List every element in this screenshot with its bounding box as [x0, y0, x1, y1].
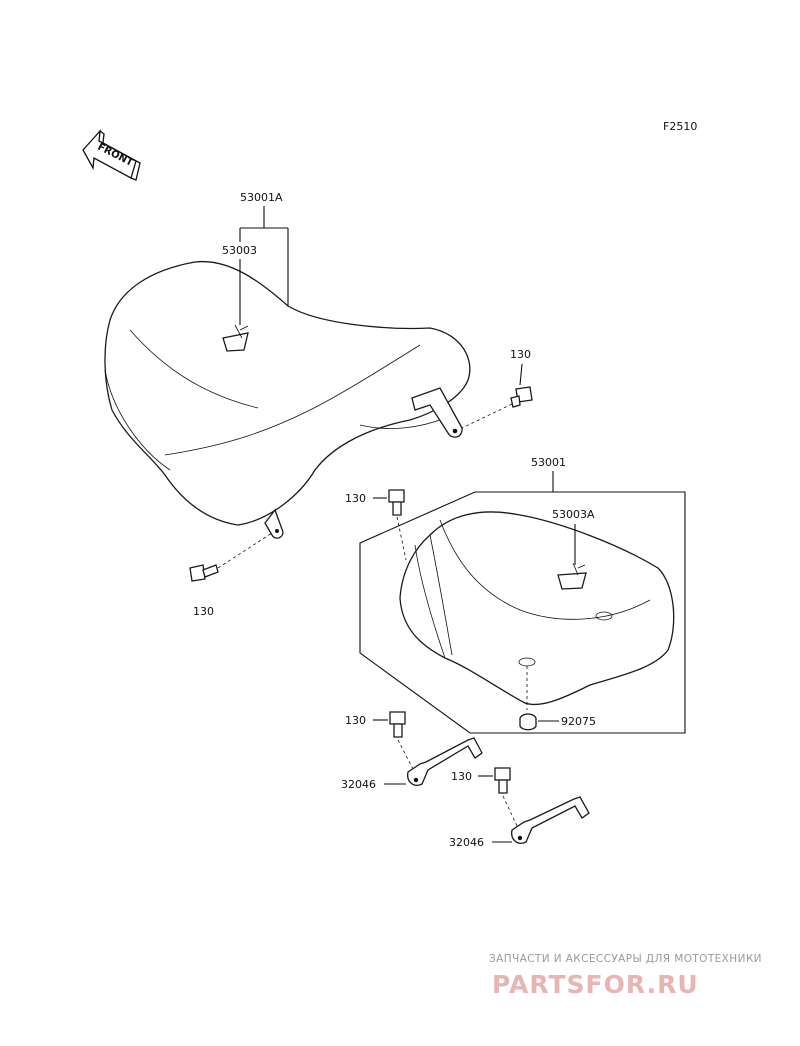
label-53003: 53003 [222, 244, 257, 257]
main-seat [104, 260, 471, 539]
label-32046-2: 32046 [449, 836, 484, 849]
label-130-bracket-2: 130 [451, 770, 472, 783]
pillion-callout-box [359, 491, 686, 734]
label-92075: 92075 [561, 715, 596, 728]
label-32046-1: 32046 [341, 778, 376, 791]
bolt-icon [389, 711, 406, 738]
label-130-top-right: 130 [510, 348, 531, 361]
watermark-brand: PARTSFOR.RU [492, 970, 699, 999]
label-130-pillion: 130 [345, 492, 366, 505]
front-arrow-icon: FRONT [82, 129, 141, 181]
bolt-icon [189, 564, 219, 582]
bolt-icon [494, 767, 511, 794]
label-130-left: 130 [193, 605, 214, 618]
seat-bracket [407, 737, 483, 786]
bolt-icon [388, 489, 405, 516]
bolt-icon [510, 386, 533, 408]
figure-code: F2510 [663, 120, 697, 133]
label-130-bracket-1: 130 [345, 714, 366, 727]
label-53003A: 53003A [552, 508, 595, 521]
pillion-seat [399, 511, 675, 706]
label-53001A: 53001A [240, 191, 283, 204]
seat-bracket [511, 796, 590, 844]
damper-icon [519, 713, 537, 731]
watermark-tagline: ЗАПЧАСТИ И АКСЕССУАРЫ ДЛЯ МОТОТЕХНИКИ [489, 953, 762, 965]
label-53001: 53001 [531, 456, 566, 469]
